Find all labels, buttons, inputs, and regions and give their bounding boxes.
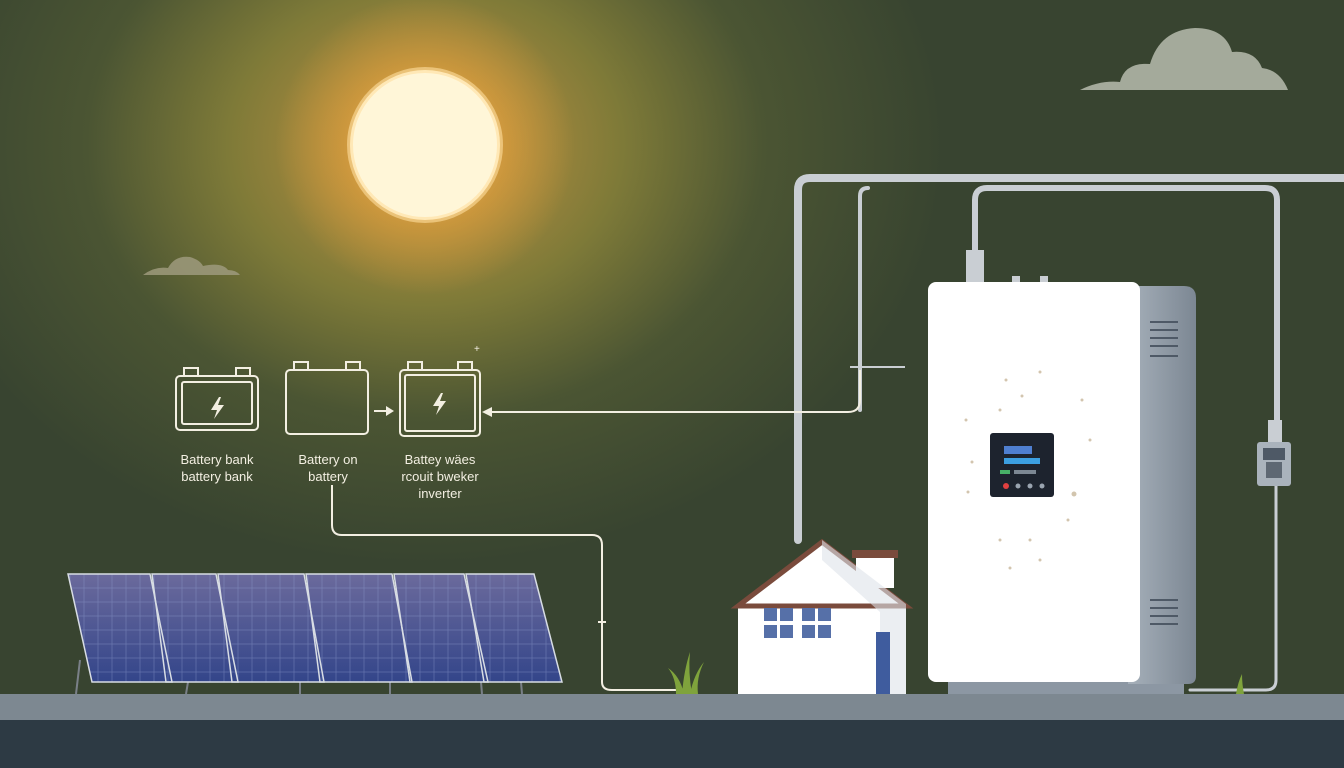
svg-text:+: + [474,344,480,355]
battery-icon [399,361,481,437]
grass-icon [668,652,1244,694]
battery-icon [175,367,259,431]
window [764,608,831,638]
battery-3-label-line-1: Battey wäes [404,452,476,467]
ground-base [0,720,1344,768]
conduit-pipes [794,174,1344,692]
solar-panel-icon [67,573,563,695]
door [876,632,890,694]
cloud-icon [143,256,240,275]
circuit-breaker-icon [1257,420,1291,486]
cloud-icon [1080,28,1288,90]
sun-icon [275,0,575,295]
lightning-bolt-icon [211,397,224,419]
battery-icon [285,361,369,435]
battery-1-label-line-2: battery bank [181,469,253,484]
wiring-lines [331,366,905,691]
arrow-left-icon [482,407,492,417]
house-icon [730,538,914,694]
lightning-bolt-icon [433,393,446,415]
battery-2-label-line-2: battery [308,469,348,484]
circuit-breaker-label: Battey wäes rcouit bweker inverter [375,451,505,502]
inverter-icon [928,250,1196,694]
inverter-display [990,433,1054,497]
battery-3-label-line-3: inverter [418,486,462,501]
battery-on-label: Battery on battery [263,451,393,485]
battery-bank-label: Battery bank battery bank [152,451,282,485]
ground [0,694,1344,720]
arrow-right-icon [374,406,394,416]
battery-2-label-line-1: Battery on [298,452,358,467]
battery-3-label-line-2: rcouit bweker [401,469,479,484]
battery-1-label-line-1: Battery bank [180,452,254,467]
